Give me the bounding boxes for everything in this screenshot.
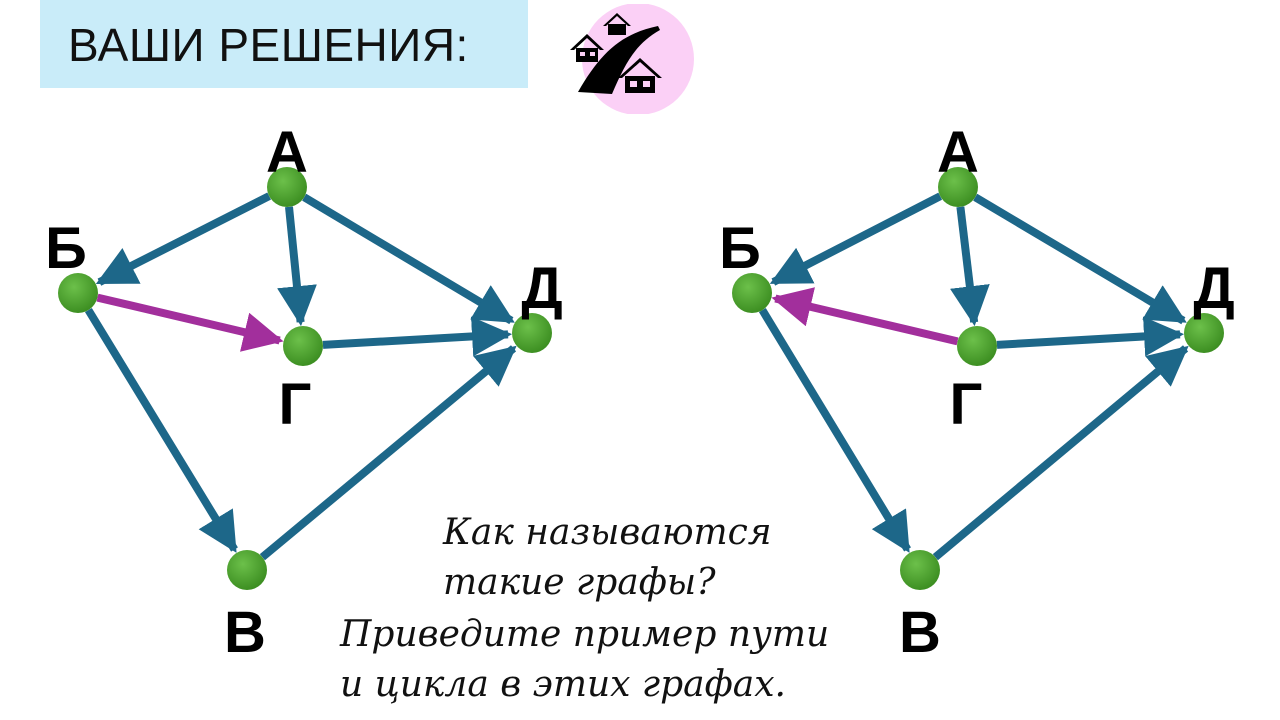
slide-title: ВАШИ РЕШЕНИЯ: xyxy=(68,19,469,71)
edge-B-V xyxy=(758,308,911,553)
edge-G-D xyxy=(996,316,1185,357)
edge-A-G xyxy=(950,206,990,327)
question-line-2: такие графы? xyxy=(443,562,716,603)
edge-B-G-highlighted xyxy=(96,293,284,352)
node-B xyxy=(58,273,98,313)
edge-A-G xyxy=(277,206,317,327)
node-label-V: В xyxy=(224,600,266,665)
node-label-A: А xyxy=(266,120,308,185)
node-G xyxy=(283,326,323,366)
node-label-V: В xyxy=(899,600,941,665)
edge-A-D xyxy=(973,193,1187,325)
houses-road-icon xyxy=(570,4,694,114)
edge-G-B-highlighted xyxy=(771,287,959,346)
node-B xyxy=(732,273,772,313)
edge-B-V xyxy=(85,307,238,553)
node-G xyxy=(957,326,997,366)
node-D xyxy=(1184,313,1224,353)
node-label-D: Д xyxy=(1193,256,1234,321)
node-V xyxy=(900,550,940,590)
title-banner: ВАШИ РЕШЕНИЯ: xyxy=(40,0,528,88)
edge-G-D xyxy=(322,316,513,357)
node-V xyxy=(227,550,267,590)
node-label-B: Б xyxy=(45,216,87,281)
edge-A-D xyxy=(302,193,515,325)
node-label-B: Б xyxy=(719,216,761,281)
node-label-G: Г xyxy=(950,372,983,437)
edge-V-D xyxy=(932,345,1189,561)
node-label-A: А xyxy=(937,120,979,185)
node-label-G: Г xyxy=(279,372,312,437)
edge-V-D xyxy=(259,345,517,561)
edge-A-B xyxy=(95,192,271,286)
node-A xyxy=(938,167,978,207)
edge-A-B xyxy=(769,192,943,286)
question-line-4: и цикла в этих графах. xyxy=(340,664,786,705)
question-line-1: Как называются xyxy=(443,512,772,553)
node-label-D: Д xyxy=(521,256,562,321)
node-A xyxy=(267,167,307,207)
question-line-3: Приведите пример пути xyxy=(340,614,830,655)
node-D xyxy=(512,313,552,353)
